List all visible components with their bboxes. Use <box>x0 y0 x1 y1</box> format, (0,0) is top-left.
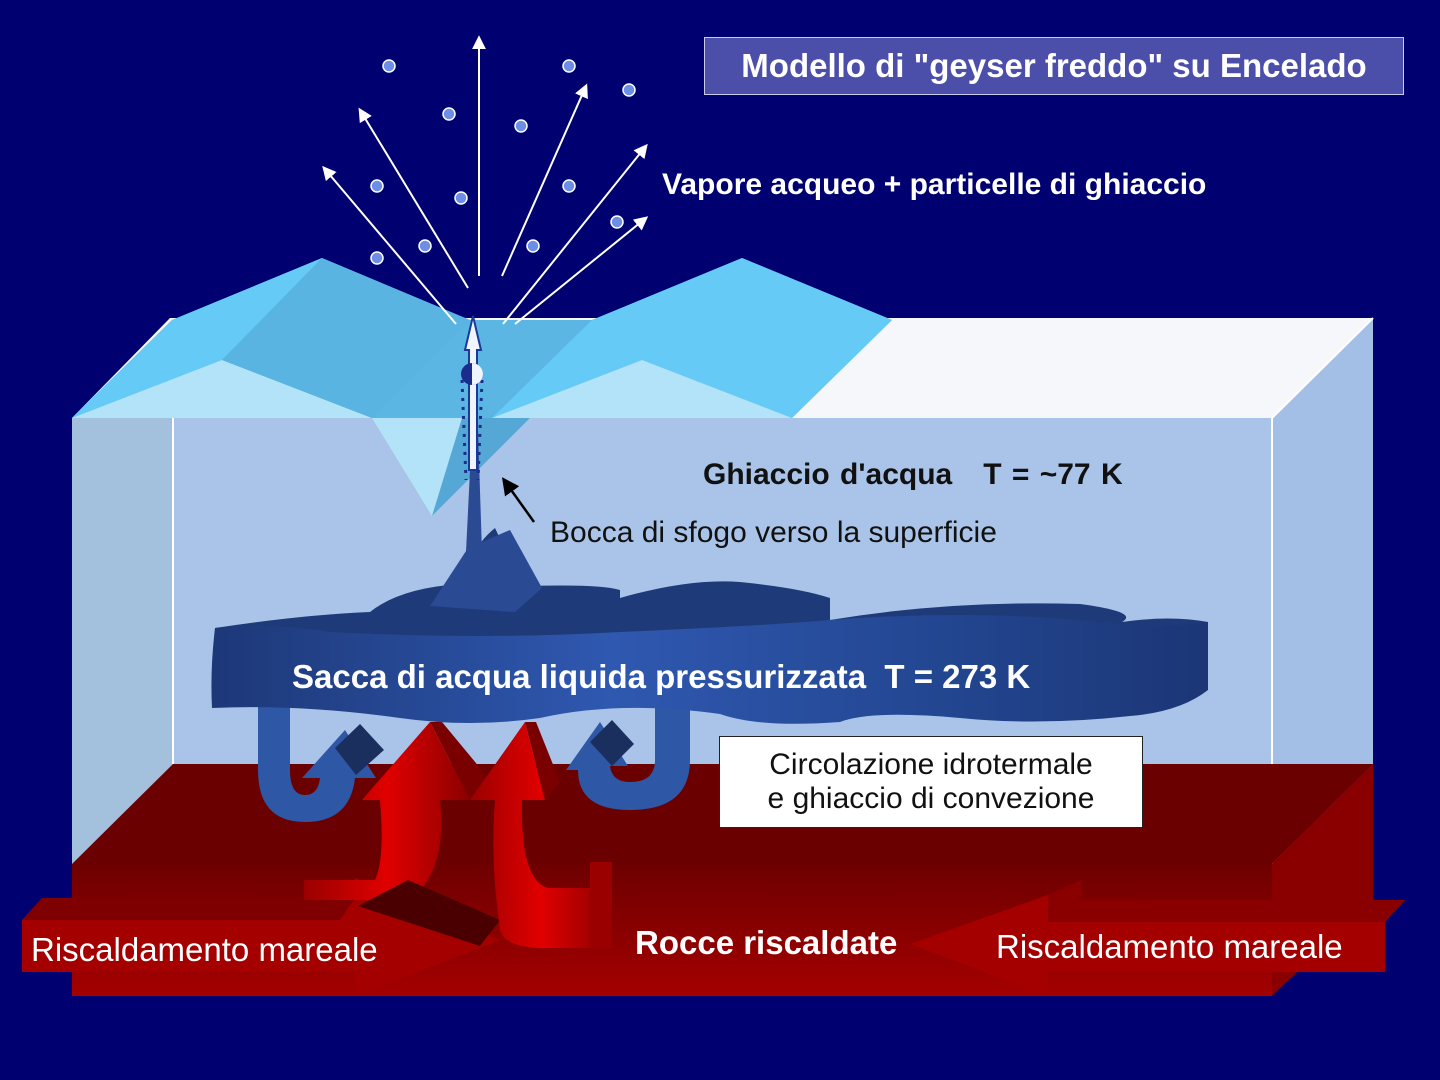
plume-arrows <box>322 35 649 325</box>
plume-arrow <box>358 107 469 289</box>
ice-ridge-face <box>492 360 792 418</box>
ice-ridge-face <box>642 258 892 418</box>
circulation-box: Circolazione idrotermale e ghiaccio di c… <box>719 736 1143 828</box>
water-pocket <box>211 430 1208 724</box>
ice-particle <box>454 191 468 205</box>
ice-particles <box>370 59 636 265</box>
ice-particle <box>382 59 396 73</box>
ice-particle <box>418 239 432 253</box>
heat-arrow-left-base <box>358 880 500 946</box>
vapor-label: Vapore acqueo + particelle di ghiaccio <box>662 168 1207 201</box>
plume-arrow <box>502 143 648 325</box>
ice-particle <box>370 251 384 265</box>
ice-particle <box>514 119 528 133</box>
ice-ridge-face <box>72 258 322 418</box>
heat-arrow-left <box>304 722 470 900</box>
circulation-label-line1: Circolazione idrotermale <box>769 748 1093 781</box>
ice-ridges <box>72 258 892 516</box>
water-pocket-body <box>211 615 1208 724</box>
convection-arrow-right-head <box>590 720 634 766</box>
heat-arrow-left-head <box>430 722 490 800</box>
vent-outline <box>460 379 468 481</box>
plume-arrow <box>501 83 588 277</box>
heat-arrows <box>304 722 612 948</box>
ice-left-wall <box>72 418 173 864</box>
ice-particle <box>370 179 384 193</box>
ice-particle <box>562 179 576 193</box>
tidal-arrow-right-top <box>1048 880 1405 922</box>
water-pocket-top <box>215 528 1208 640</box>
ice-particle <box>610 215 624 229</box>
ice-ridge-face <box>492 258 742 418</box>
rocks-label: Rocce riscaldate <box>635 924 898 961</box>
vent-particle-highlight <box>472 363 483 385</box>
vent <box>460 315 484 481</box>
ice-edge <box>1271 317 1374 419</box>
ice-particle <box>526 239 540 253</box>
convection-arrows <box>258 700 690 822</box>
tidal-heating-label-left: Riscaldamento mareale <box>31 931 378 968</box>
tidal-heating-label-right: Riscaldamento mareale <box>996 928 1343 965</box>
heat-arrow-center-side <box>590 862 612 948</box>
ice-ridge-face <box>72 360 372 418</box>
vent-jet <box>463 315 483 471</box>
vent-plume-base <box>430 530 542 612</box>
vent-label: Bocca di sfogo verso la superficie <box>550 516 997 549</box>
convection-arrow-left-head <box>335 724 384 775</box>
ice-particle <box>622 83 636 97</box>
circulation-label-line2: e ghiaccio di convezione <box>767 782 1095 815</box>
vent-outline <box>476 379 484 481</box>
ice-particle <box>562 59 576 73</box>
ice-label: Ghiaccio d'acqua T = ~77 K <box>703 458 1123 491</box>
heat-arrow-center <box>470 722 612 948</box>
plume-arrow <box>322 165 457 325</box>
water-pocket-label: Sacca di acqua liquida pressurizzata T =… <box>292 658 1031 695</box>
convection-arrow-left <box>258 700 376 822</box>
plume-arrow <box>514 216 649 325</box>
ice-right-face <box>1272 318 1373 864</box>
vent-pointer-arrow <box>501 477 536 523</box>
convection-arrow-right <box>566 700 690 810</box>
ice-crevasse-shadow <box>432 418 530 516</box>
ice-ridge-face <box>222 258 470 418</box>
ice-particle <box>442 107 456 121</box>
diagram-title: Modello di "geyser freddo" su Encelado <box>704 37 1404 95</box>
heat-arrow-center-head <box>525 722 560 800</box>
tidal-arrow-left-top <box>22 898 355 920</box>
